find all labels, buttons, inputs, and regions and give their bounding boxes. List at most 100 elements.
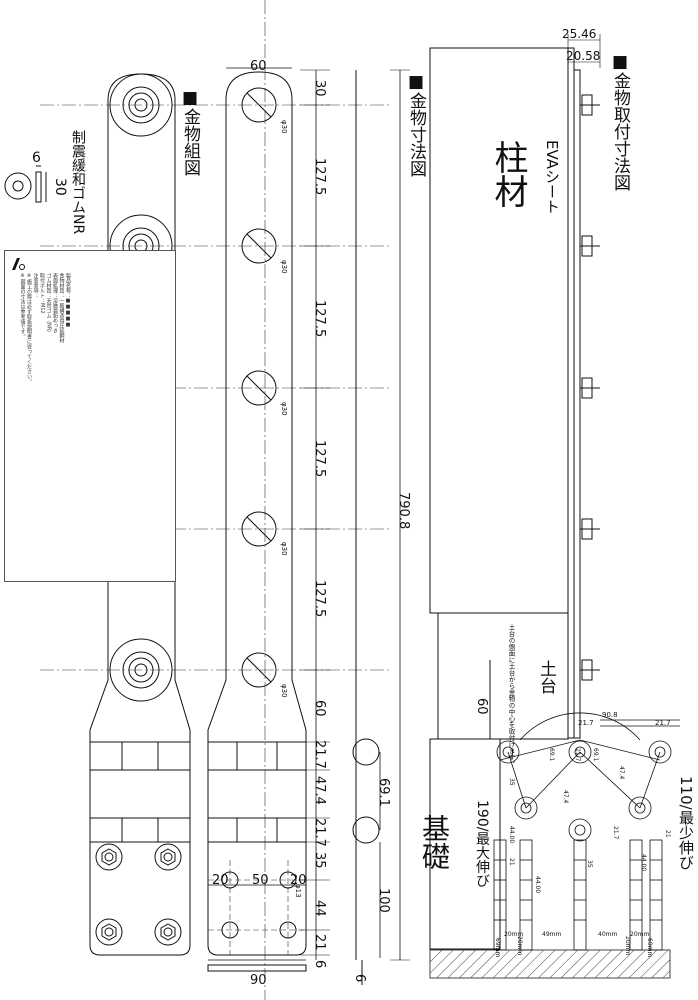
hole-label-1: φ30 xyxy=(280,120,288,134)
mount-bolts xyxy=(580,94,600,681)
sill-height: 60 xyxy=(474,698,489,715)
dimension-ticks xyxy=(300,69,410,961)
title-assembly: ■金物組図 xyxy=(180,88,200,176)
dim-spacing-5: 127.5 xyxy=(312,580,327,618)
plate-holes xyxy=(221,87,297,939)
brand-logo-icon xyxy=(12,258,25,270)
product-note-box: 製品名称：■■■■■ 金物材質：一般構造用圧延鋼材 表面処理：溶融亜鉛めっき ゴ… xyxy=(4,250,176,582)
hole-3 xyxy=(241,370,277,406)
note-text: 製品名称：■■■■■ 金物材質：一般構造用圧延鋼材 表面処理：溶融亜鉛めっき ゴ… xyxy=(19,273,72,573)
detail-side-5: 35 xyxy=(586,860,593,868)
detail-left-bottom: 69mm xyxy=(494,938,501,958)
max-stretch-label: 190/最大伸び xyxy=(474,800,490,888)
detail-side-6: 21.7 xyxy=(612,826,619,840)
dim-bottom-3: 20 xyxy=(290,873,307,888)
detail-diag-3: 69.1 xyxy=(548,748,555,762)
detail-diag-4: 69.1 xyxy=(592,748,599,762)
pillar-label: 柱材 xyxy=(488,140,528,208)
dim-spacing-12: 21 xyxy=(312,934,327,951)
rubber-label: 制震緩和ゴムNR xyxy=(70,130,86,235)
dim-spacing-6: 60 xyxy=(312,700,327,717)
dimension-chain xyxy=(208,67,401,961)
note-line: ※施工の際は必ず取扱説明書に従ってください。 xyxy=(26,273,32,384)
note-line: 金物材質：一般構造用圧延鋼材 xyxy=(58,273,65,343)
foundation-label: 基礎 xyxy=(418,814,451,870)
dim-bottom-width: 90 xyxy=(250,973,267,988)
nut-2 xyxy=(154,843,182,871)
dim-spacing-13: 6 xyxy=(312,960,327,969)
detail-bottom-5: 20mm xyxy=(516,936,523,956)
mount-bolt-4 xyxy=(580,518,600,540)
nut-4 xyxy=(154,918,182,946)
note-line: ゴム材質：天然ゴム（NR） xyxy=(45,273,52,336)
hole-label-5: φ30 xyxy=(280,684,288,698)
rubber-washer xyxy=(4,165,47,203)
detail-side-3: 21 xyxy=(508,858,515,866)
dim-width-top: 60 xyxy=(250,59,267,74)
mount-bolt-3 xyxy=(580,377,600,399)
detail-bottom-4: 20mm xyxy=(630,931,649,938)
assembly-base-nuts xyxy=(95,843,182,946)
dim-top-1: 25.46 xyxy=(562,27,596,41)
sill-label: 土台 xyxy=(536,660,556,694)
dim-side-bottom: 100 xyxy=(376,888,391,913)
note-line: ※図面の寸法は参考値です。 xyxy=(19,273,26,339)
note-line: 製品名称：■■■■■ xyxy=(65,273,71,328)
mount-bolt-5 xyxy=(580,659,600,681)
plate-side-view xyxy=(207,70,380,985)
hole-label-2: φ30 xyxy=(280,260,288,274)
mount-bolt-2 xyxy=(580,235,600,257)
detail-diag-2: 47.4 xyxy=(618,766,625,780)
nut-3 xyxy=(95,918,123,946)
rubber-dim-diameter: 30 xyxy=(52,178,68,196)
note-line: 取付ボルト：M12 xyxy=(39,273,45,314)
detail-side-1: 35 xyxy=(508,778,515,786)
title-mounting: ■金物取付寸法図 xyxy=(610,52,630,191)
foundation xyxy=(429,738,671,979)
min-stretch-label: 110/最少伸び xyxy=(677,776,695,870)
dim-top-2: 20.58 xyxy=(566,49,600,63)
detail-bottom-2: 49mm xyxy=(542,931,561,938)
detail-bottom-6: 20mm xyxy=(624,936,631,956)
sill xyxy=(437,612,569,740)
dim-plate-thickness: 6 xyxy=(352,974,367,983)
rubber-dim-thickness: 6 xyxy=(32,150,41,166)
title-dimensions: ■金物寸法図 xyxy=(406,72,426,177)
assembly-plate xyxy=(89,73,191,956)
washer-1 xyxy=(109,73,173,137)
sill-note: 土台の側面に土台から金物の中心を取付けます。 xyxy=(507,624,515,767)
detail-side-4: 44.00 xyxy=(534,876,541,894)
hole-label-3: φ30 xyxy=(280,402,288,416)
hole-5 xyxy=(241,652,277,688)
dim-spacing-3: 127.5 xyxy=(312,300,327,338)
detail-bottom-1: 20mm xyxy=(504,931,523,938)
hole-label-small: φ13 xyxy=(294,884,302,898)
note-line: 表面処理：溶融亜鉛めっき xyxy=(52,273,58,333)
hole-1 xyxy=(241,87,277,123)
svg-labels: 60 20 50 20 90 25.46 20.58 90.8 21.7 21.… xyxy=(212,27,671,988)
detail-right-bottom: 69mm xyxy=(646,938,653,958)
hole-4 xyxy=(241,511,277,547)
dim-spacing-4: 127.5 xyxy=(312,440,327,478)
dim-spacing-11: 44 xyxy=(312,900,327,917)
detail-mechanism xyxy=(493,712,680,951)
dim-spacing-8: 47.4 xyxy=(312,776,327,805)
note-line: 注意事項： xyxy=(32,273,39,298)
detail-side-8: 21 xyxy=(664,830,671,838)
detail-diag-1: 21.7 xyxy=(574,748,581,762)
pillar xyxy=(429,47,581,739)
dim-spacing-9: 21.7 xyxy=(312,818,327,847)
detail-side-2: 44.00 xyxy=(508,826,515,844)
washer-5 xyxy=(109,638,173,702)
dimension-plate xyxy=(207,71,307,956)
detail-bottom-3: 40mm xyxy=(598,931,617,938)
plate-base-guides xyxy=(208,860,306,955)
mount-top-dims xyxy=(567,34,601,180)
dim-side-total: 69.1 xyxy=(376,778,391,807)
detail-side-7: 44.00 xyxy=(640,854,647,872)
dim-spacing-1: 30 xyxy=(312,80,327,97)
nut-1 xyxy=(95,843,123,871)
dim-bottom-2: 50 xyxy=(252,873,269,888)
dim-spacing-10: 35 xyxy=(312,852,327,869)
dim-bottom-1: 20 xyxy=(212,873,229,888)
